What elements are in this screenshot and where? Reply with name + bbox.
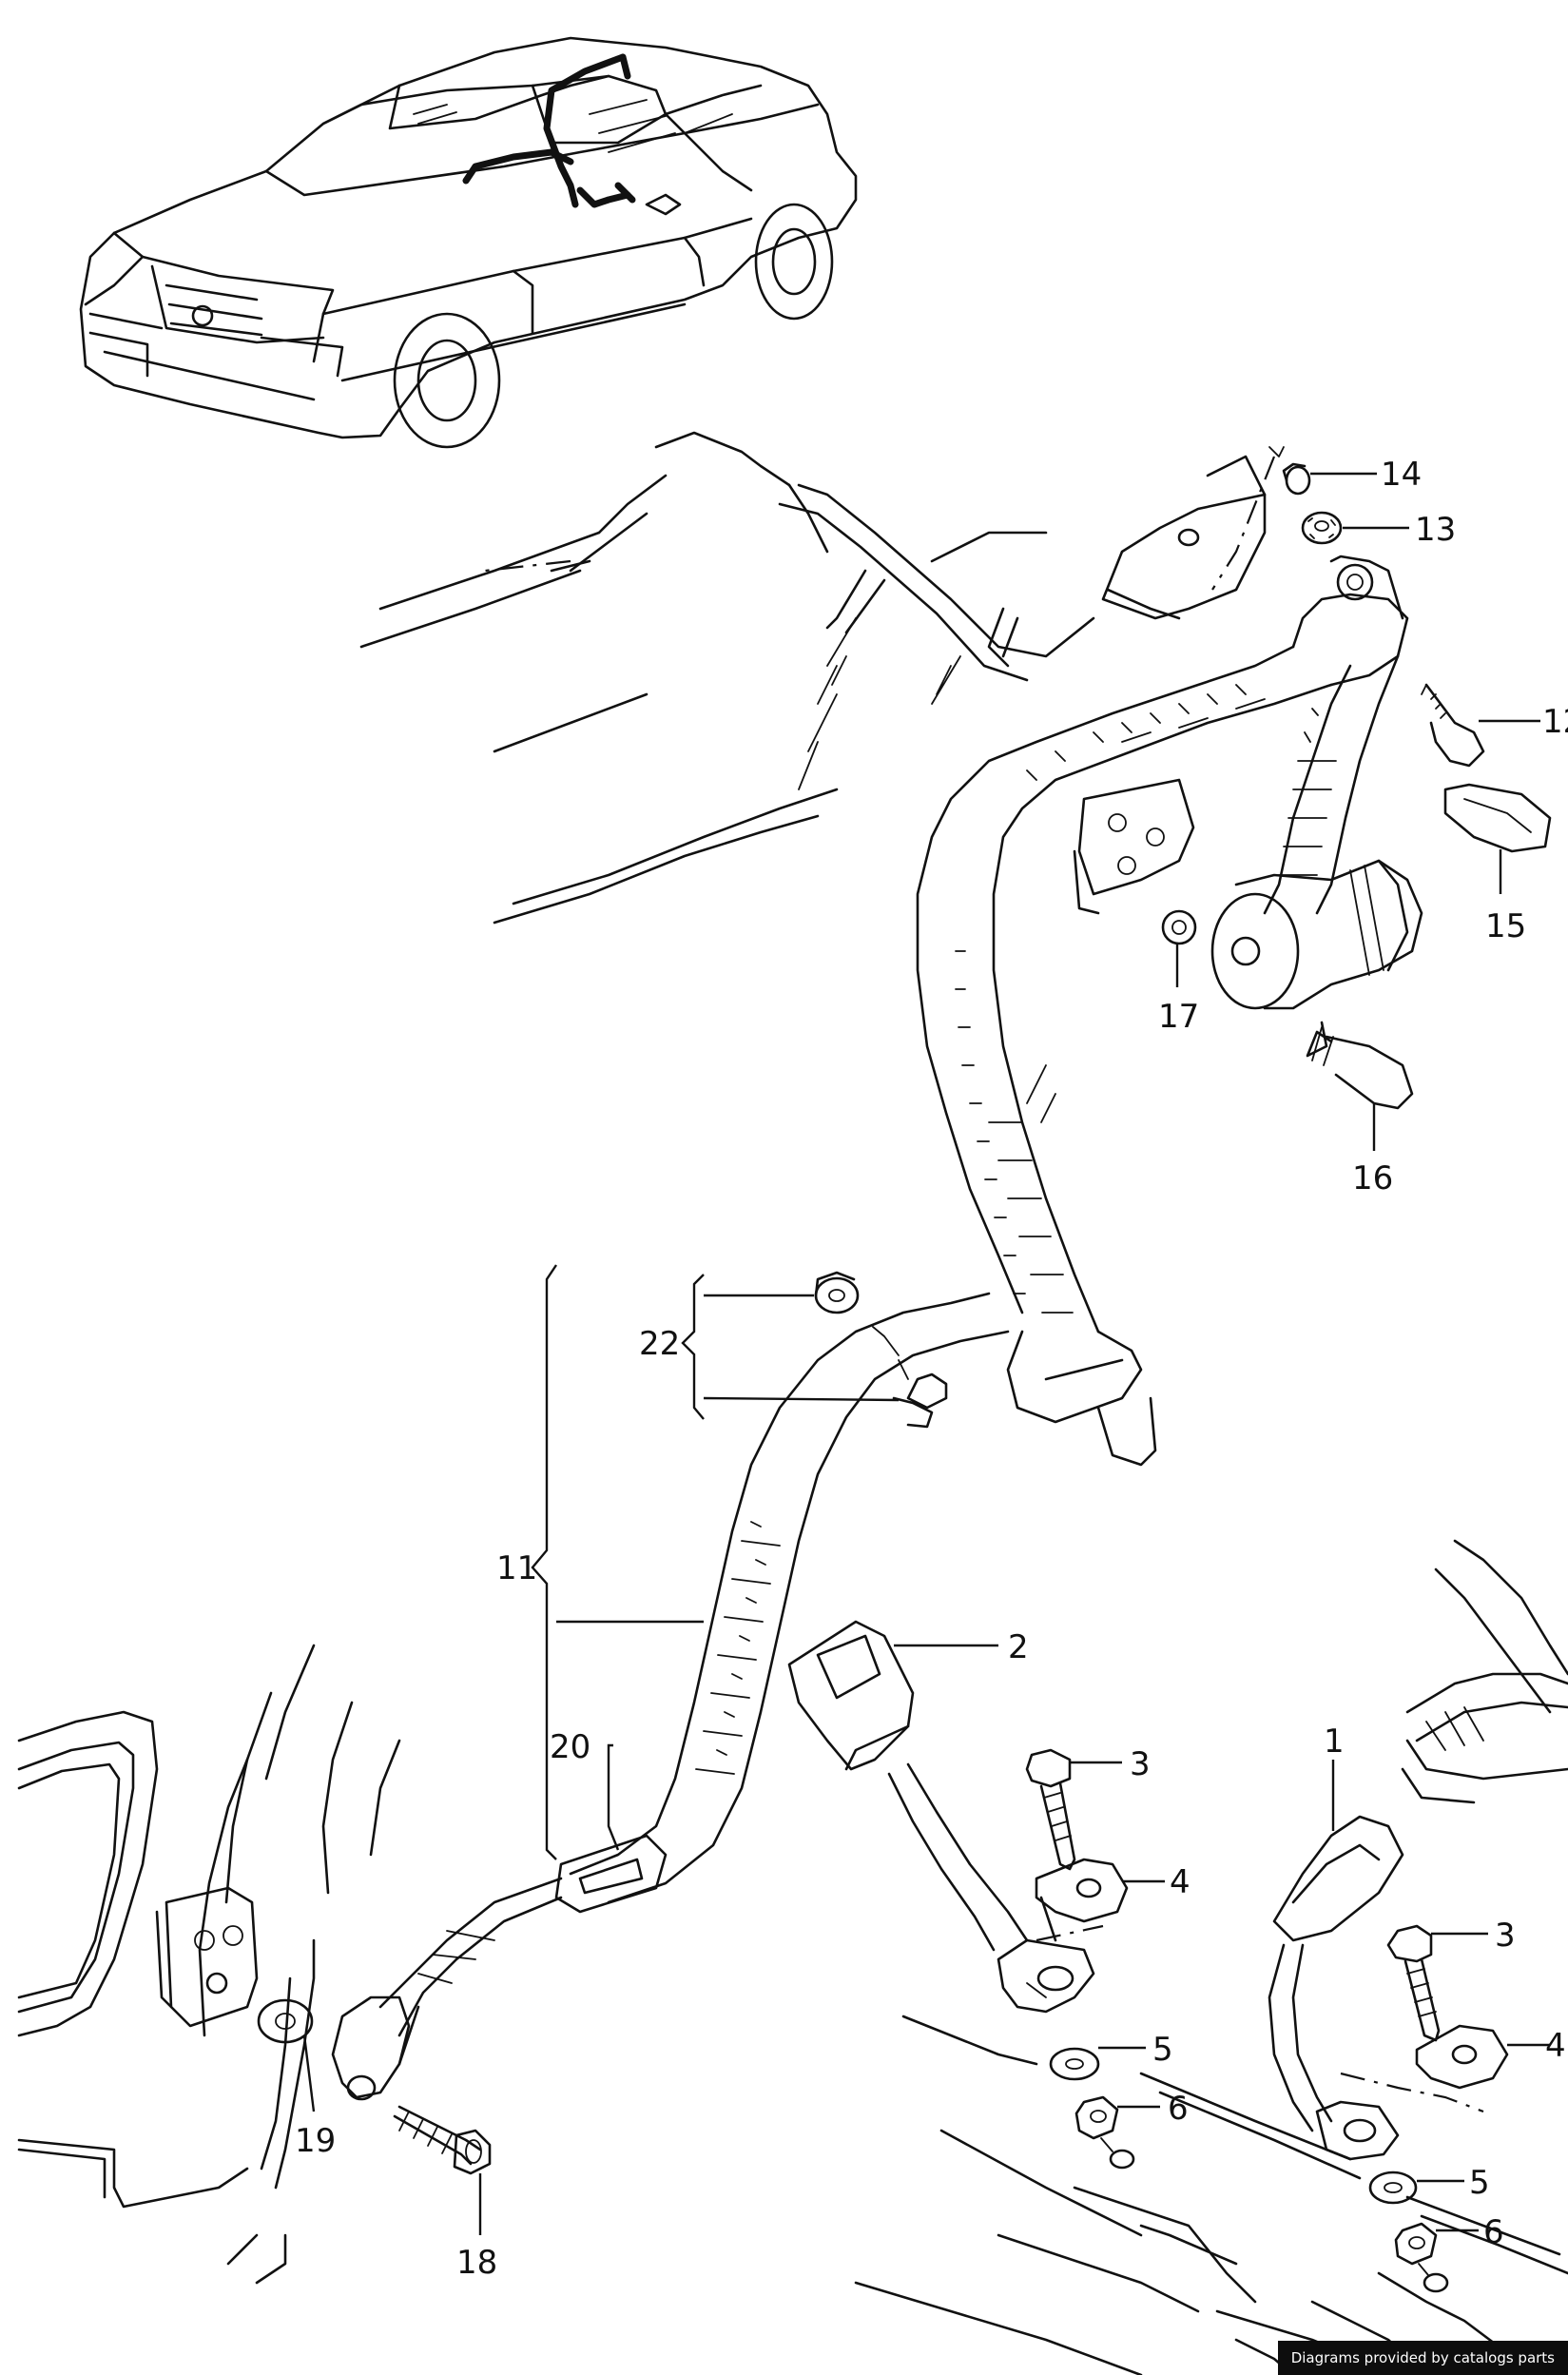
- tongue-plate: [1006, 1330, 1157, 1467]
- washer-5-nut-6-right: [1368, 2171, 1449, 2293]
- callout-17: 17: [1158, 998, 1199, 1036]
- buckle-2: [787, 1620, 1095, 2014]
- seat-belt-upper: [916, 555, 1409, 1334]
- car-overview: [79, 36, 858, 449]
- credit-badge: Diagrams provided by catalogs parts: [1277, 2341, 1568, 2375]
- callout-4-right: 4: [1545, 2027, 1566, 2065]
- belt-retractor: [1210, 859, 1423, 1110]
- callout-22: 22: [639, 1325, 680, 1363]
- callout-13: 13: [1415, 511, 1456, 549]
- callout-14: 14: [1381, 456, 1422, 494]
- bolt-3-bracket-4-right: [1340, 1924, 1509, 2113]
- cover-cap-15: [1443, 783, 1552, 853]
- callout-11: 11: [496, 1549, 537, 1587]
- callout-1: 1: [1324, 1723, 1345, 1761]
- callout-6-center: 6: [1168, 2090, 1189, 2128]
- callout-15: 15: [1485, 907, 1526, 945]
- callout-labels: 14 13 12 15 17 16 22 11 2 20 3 4 1 3 4 5…: [295, 456, 1568, 2282]
- callout-5-center: 5: [1152, 2031, 1173, 2069]
- leader-lines: [302, 472, 1550, 2235]
- callout-16: 16: [1352, 1159, 1393, 1197]
- callout-2: 2: [1008, 1628, 1029, 1666]
- callout-12: 12: [1542, 703, 1568, 741]
- callout-18: 18: [456, 2244, 497, 2282]
- callout-5-right: 5: [1469, 2164, 1490, 2202]
- bolt-12: [1421, 683, 1485, 768]
- callout-3-right: 3: [1495, 1917, 1516, 1955]
- bolt-3-bracket-4-center: [1025, 1748, 1129, 1942]
- retractor-bracket: [1073, 778, 1197, 945]
- callout-4-center: 4: [1170, 1863, 1191, 1901]
- window-frame: [359, 431, 1095, 1123]
- callout-20: 20: [550, 1728, 590, 1766]
- callout-19: 19: [295, 2122, 336, 2160]
- floor-panel: [854, 2015, 1568, 2375]
- callout-6-right: 6: [1483, 2213, 1504, 2251]
- callout-3-center: 3: [1130, 1745, 1151, 1783]
- seat-belt-lower: [378, 1292, 1010, 2037]
- lower-left-body: [17, 1644, 492, 2285]
- buckle-1-right: [1268, 1539, 1568, 2161]
- washer-5-nut-6-center: [1049, 2047, 1135, 2170]
- upper-anchor-mount: [1101, 446, 1343, 620]
- guide-parts-22: [814, 1271, 948, 1429]
